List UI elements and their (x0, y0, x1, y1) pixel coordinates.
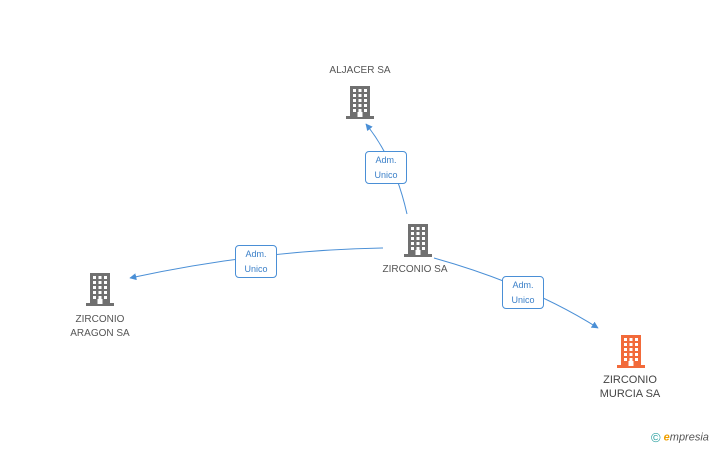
edge-label-aragon: Adm.Unico (235, 245, 277, 278)
edge-label-aljacer: Adm.Unico (365, 151, 407, 184)
node-label-aljacer: ALJACER SA (329, 65, 391, 76)
copyright-icon: © (651, 430, 661, 445)
building-icon[interactable] (402, 223, 434, 257)
brand-footer: © empresia (651, 430, 709, 446)
building-icon[interactable] (84, 272, 116, 306)
edge-label-murcia: Adm.Unico (502, 276, 544, 309)
building-icon[interactable] (344, 85, 376, 119)
building-icon[interactable] (615, 334, 647, 368)
node-label-zirconio: ZIRCONIO SA (382, 264, 448, 275)
node-label-aragon: ZIRCONIO ARAGON SA (70, 314, 130, 339)
brand-logo: empresia (663, 431, 709, 444)
node-label-murcia: ZIRCONIO MURCIA SA (599, 374, 661, 400)
